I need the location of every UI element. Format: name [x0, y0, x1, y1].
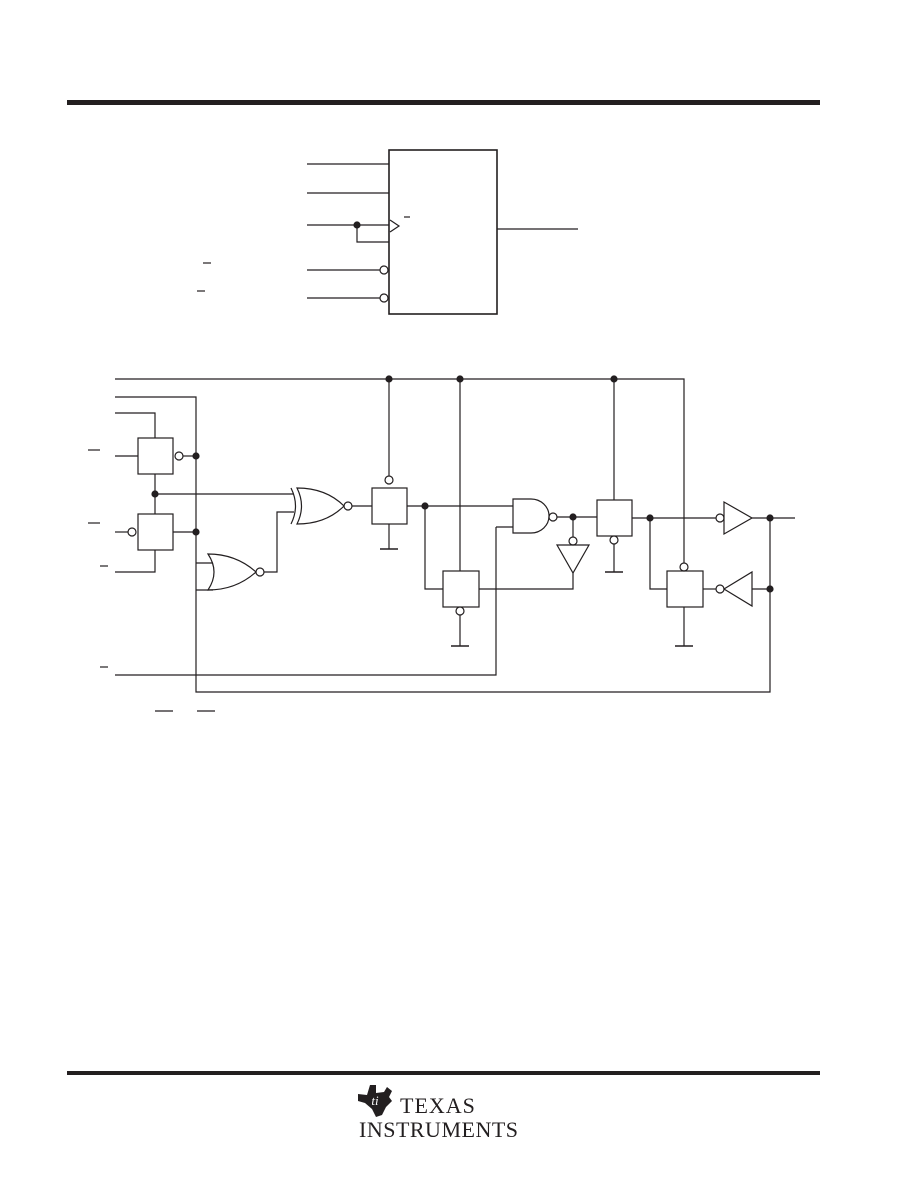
symbol-inversion-bubble-5 — [379, 293, 389, 303]
feedback-wire — [195, 518, 771, 693]
inversion-bubble — [174, 451, 184, 461]
branch-to-box-3 — [424, 506, 443, 590]
inversion-bubble — [715, 513, 725, 523]
buffer-box-2 — [137, 513, 174, 551]
ti-logo: ti TEXAS INSTRUMENTS — [356, 1083, 526, 1143]
output-buffer — [723, 500, 754, 536]
symbol-block — [197, 149, 578, 315]
footer-rule — [67, 1071, 820, 1075]
inversion-bubble — [127, 527, 137, 537]
symbol-clock-marker — [389, 219, 401, 233]
storage-box-1 — [371, 487, 408, 525]
buffer-box-1 — [137, 437, 174, 475]
logo-word-instruments: INSTRUMENTS — [359, 1117, 519, 1142]
logo-word-texas: TEXAS — [400, 1093, 476, 1118]
storage-box-2 — [596, 499, 633, 537]
junction — [192, 528, 200, 536]
ti-state-logo-icon: ti — [358, 1085, 392, 1117]
nor-gate — [206, 553, 257, 591]
input-line-2 — [115, 396, 197, 590]
symbol-junction — [353, 221, 361, 229]
storage-box-3 — [442, 570, 480, 608]
svg-text:ti: ti — [371, 1093, 379, 1108]
input-line-7 — [115, 527, 497, 676]
inversion-bubble — [384, 475, 394, 485]
input-line-3 — [115, 412, 156, 438]
inversion-bubble — [715, 584, 725, 594]
storage-box-3-output — [479, 573, 574, 590]
inversion-bubble — [343, 501, 353, 511]
xnor-gate-guard — [290, 487, 297, 525]
xnor-gate — [296, 487, 345, 525]
inversion-bubble — [679, 562, 689, 572]
junction — [192, 452, 200, 460]
header-rule — [67, 100, 820, 105]
logic-schematic — [88, 375, 795, 712]
storage-box-4 — [666, 570, 704, 608]
nand-gate — [512, 498, 550, 534]
symbol-box — [388, 149, 498, 315]
nor-output — [264, 511, 294, 573]
symbol-inversion-bubble-4 — [379, 265, 389, 275]
inversion-bubble — [609, 535, 619, 545]
inversion-bubble — [568, 536, 578, 546]
inversion-bubble — [548, 512, 558, 522]
top-bus-wire — [115, 378, 685, 563]
inversion-bubble — [455, 606, 465, 616]
input-line-6 — [115, 550, 156, 573]
inversion-bubble — [255, 567, 265, 577]
input-buffer — [722, 570, 753, 608]
symbol-clock-feed — [356, 225, 389, 243]
branch-to-box-4 — [649, 518, 667, 590]
buffer-triangle-down — [555, 544, 591, 575]
